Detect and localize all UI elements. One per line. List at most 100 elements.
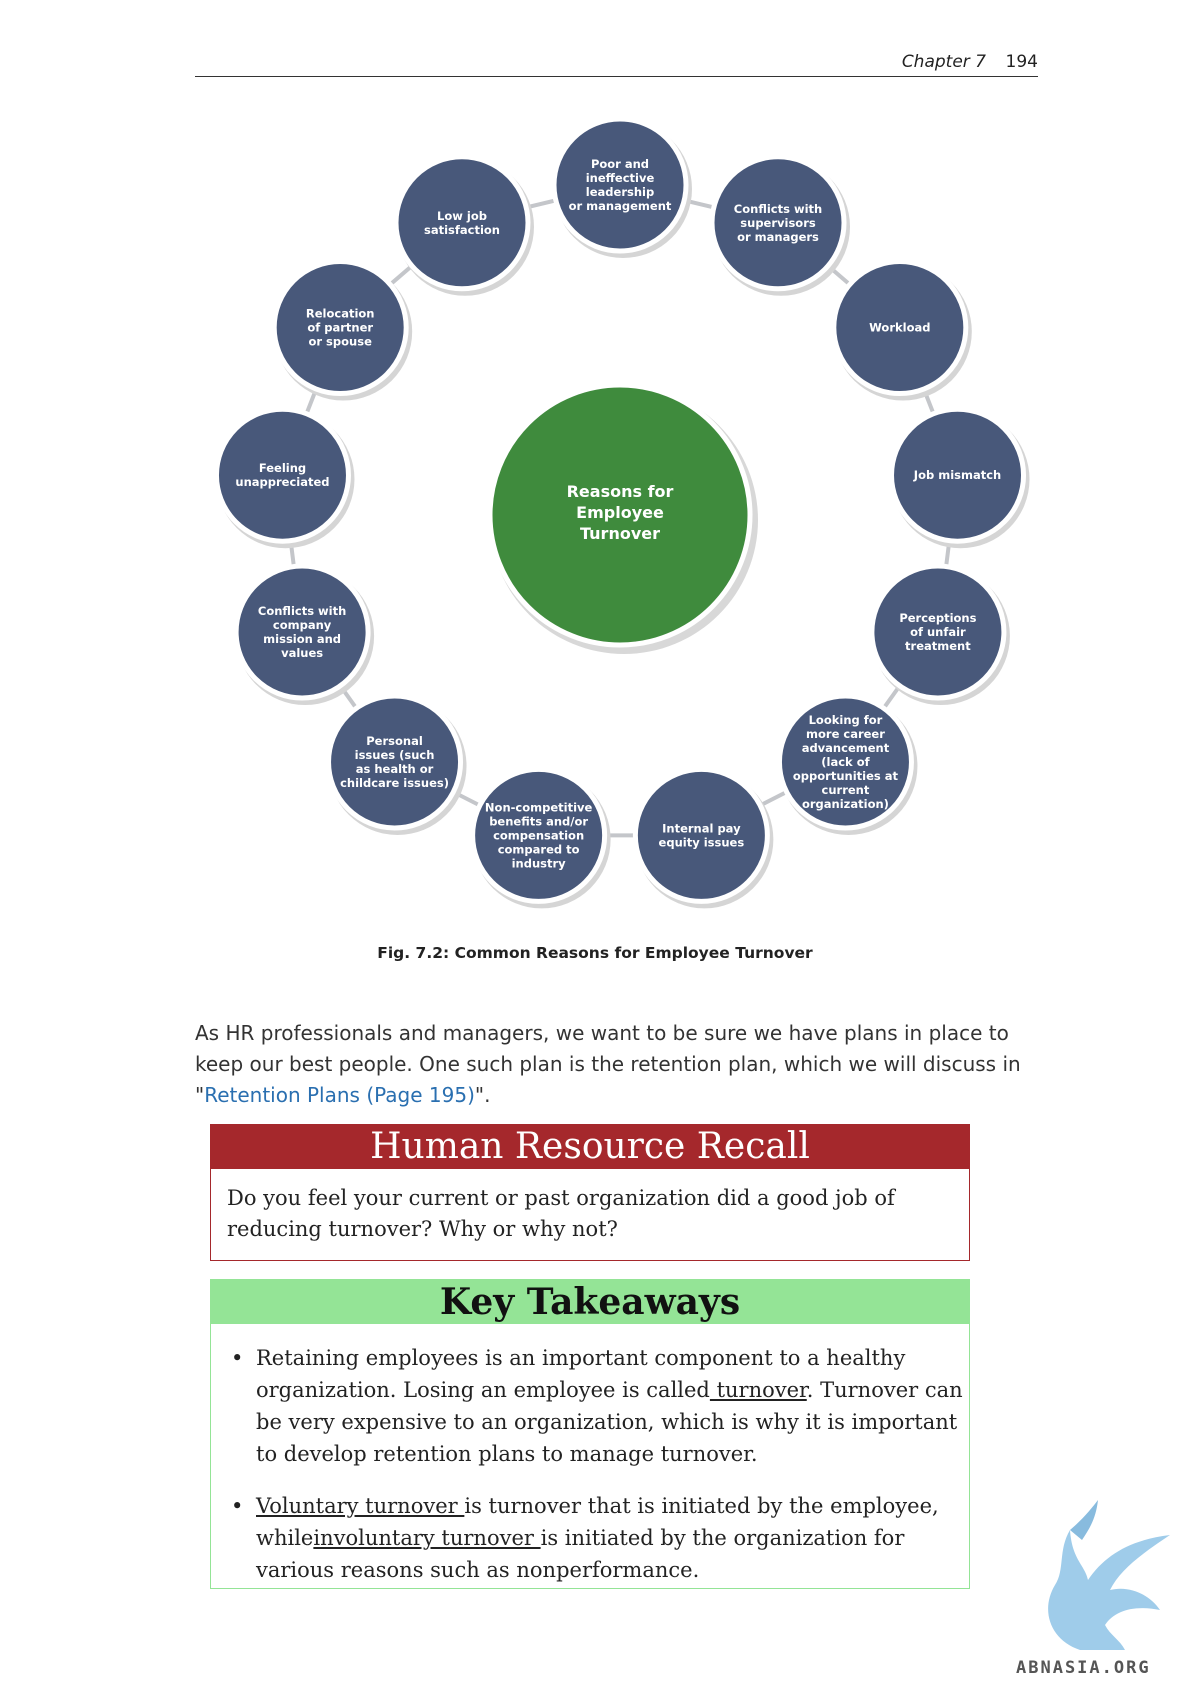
node-label-line: Conflicts with (734, 202, 822, 216)
node-label-line: mission and (263, 632, 341, 646)
term-involuntary-turnover: involuntary turnover (313, 1526, 541, 1550)
node-label-line: compared to (498, 842, 580, 856)
node-label-line: Personal (366, 734, 423, 748)
page-header: Chapter 7 194 (195, 50, 1038, 77)
node-label-line: Perceptions (899, 611, 976, 625)
node-label-line: industry (512, 856, 567, 870)
node-circle (326, 693, 464, 831)
griffin-logo-icon (1048, 1500, 1170, 1650)
node-label-line: advancement (802, 741, 890, 755)
center-label-line: Employee (576, 503, 664, 522)
node-label-line: Relocation (306, 307, 375, 321)
takeaway-text: is initiated by the organization for var… (256, 1526, 905, 1582)
term-voluntary-turnover: Voluntary turnover (256, 1494, 465, 1518)
node-label-line: satisfaction (424, 223, 500, 237)
figure-caption: Fig. 7.2: Common Reasons for Employee Tu… (377, 944, 813, 962)
node-label-line: treatment (905, 639, 971, 653)
center-label-line: Reasons for (567, 482, 674, 501)
intro-paragraph: As HR professionals and managers, we wan… (195, 1018, 1045, 1111)
takeaways-list: • Retaining employees is an important com… (211, 1324, 969, 1586)
node-label-line: supervisors (740, 216, 816, 230)
reason-node: Job mismatch (889, 406, 1030, 549)
node-label-line: of unfair (910, 625, 966, 639)
hr-recall-box: Human Resource Recall Do you feel your c… (210, 1124, 970, 1261)
hr-recall-title: Human Resource Recall (211, 1125, 969, 1169)
node-label-line: Non-competitive (485, 800, 593, 814)
intro-text-end: ". (474, 1083, 491, 1107)
node-label-line: Feeling (259, 461, 306, 475)
retention-plans-link[interactable]: Retention Plans (Page 195) (204, 1083, 475, 1107)
term-turnover: turnover (709, 1378, 807, 1402)
node-label-line: company (273, 618, 332, 632)
key-takeaways-title: Key Takeaways (211, 1280, 969, 1324)
node-label-line: equity issues (659, 835, 745, 849)
bullet-icon: • (231, 1494, 244, 1518)
node-label-line: or spouse (308, 335, 372, 349)
node-label-line: Internal pay (662, 821, 741, 835)
watermark-text: ABNASIA.ORG (1016, 1658, 1151, 1678)
node-circle (889, 406, 1027, 544)
node-label-line: organization) (802, 797, 889, 811)
node-label-line: current (822, 783, 870, 797)
list-item: • Retaining employees is an important com… (211, 1342, 969, 1470)
node-label-line: unappreciated (235, 475, 329, 489)
node-circle (393, 154, 531, 292)
node-circle (233, 563, 371, 701)
node-label-line: Workload (869, 321, 930, 335)
key-takeaways-box: Key Takeaways • Retaining employees is an… (210, 1279, 970, 1589)
takeaway-text: is turnover that is initiated by the emp… (256, 1494, 939, 1550)
node-label-line: Job mismatch (913, 468, 1001, 482)
node-label-line: of partner (307, 321, 373, 335)
node-circle (470, 766, 608, 904)
node-label-line: more career (806, 727, 885, 741)
center-circle (487, 382, 753, 648)
reason-node: Workload (831, 259, 972, 401)
bullet-icon: • (231, 1346, 244, 1370)
node-circle (213, 406, 351, 544)
list-item: • Voluntary turnover is turnover that is … (211, 1490, 969, 1586)
page-number: 194 (1005, 52, 1038, 72)
node-label-line: ineffective (586, 171, 655, 185)
node-label-line: values (281, 646, 323, 660)
takeaway-text: Retaining employees is an important comp… (256, 1346, 906, 1402)
hr-recall-question: Do you feel your current or past organiz… (227, 1186, 895, 1241)
node-circle (709, 154, 847, 292)
node-label-line: or management (569, 199, 672, 213)
center-label-line: Turnover (580, 524, 660, 543)
node-label-line: as health or (356, 762, 434, 776)
node-circle (776, 693, 914, 831)
abnasia-logo: ABNASIA.ORG (1010, 1500, 1180, 1678)
node-label-line: Conflicts with (258, 604, 346, 618)
takeaway-text: . Turnover can be very expensive to an o… (256, 1378, 963, 1466)
node-label-line: compensation (493, 828, 584, 842)
chapter-label: Chapter 7 (901, 52, 986, 72)
node-label-line: or managers (737, 230, 819, 244)
node-circle (831, 259, 969, 397)
node-label-line: opportunities at (793, 769, 899, 783)
node-label-line: Low job (437, 209, 487, 223)
node-label-line: childcare issues) (340, 776, 449, 790)
node-label-line: (lack of (821, 755, 870, 769)
node-label-line: Poor and (591, 157, 649, 171)
node-circle (271, 259, 409, 397)
node-circle (632, 766, 770, 904)
node-circle (551, 116, 689, 254)
node-circle (869, 563, 1007, 701)
node-label-line: Looking for (809, 713, 883, 727)
node-label-line: leadership (586, 185, 654, 199)
node-label-line: issues (such (355, 748, 435, 762)
node-label-line: benefits and/or (489, 814, 588, 828)
